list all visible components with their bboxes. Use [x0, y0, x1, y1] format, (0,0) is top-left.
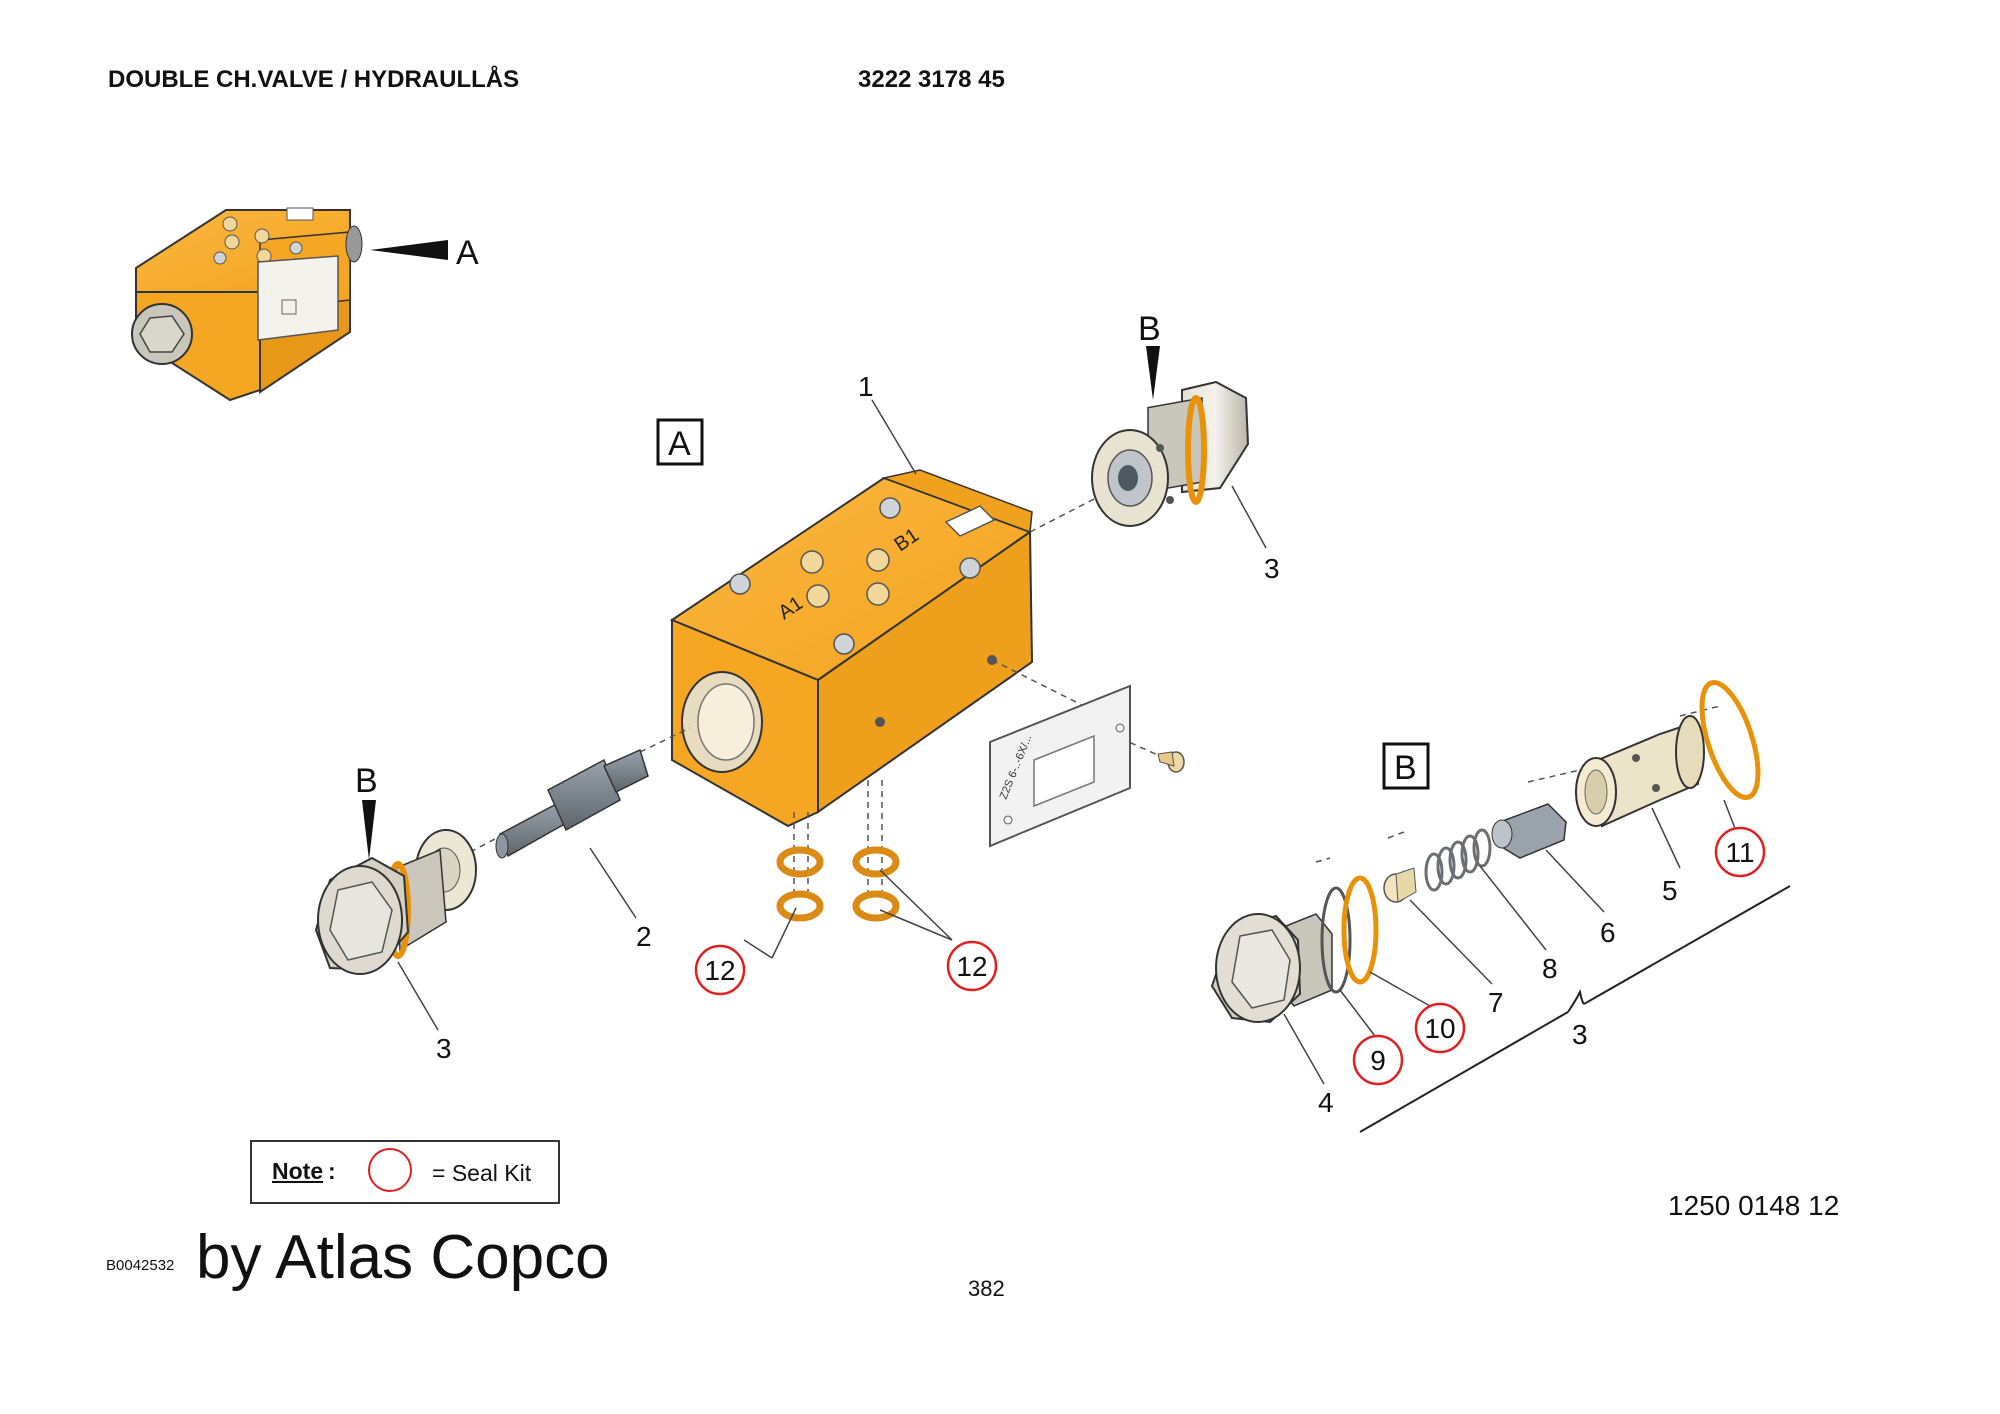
seal-callout-9: 9 [1352, 1034, 1404, 1086]
callout-3-upper: 3 [1264, 553, 1280, 584]
view-b-label-top: B [1138, 310, 1161, 348]
callout-10: 10 [1424, 1013, 1455, 1044]
piston-cone [495, 748, 649, 859]
callout-4: 4 [1318, 1087, 1334, 1118]
callout-1: 1 [858, 371, 874, 402]
callout-5: 5 [1662, 875, 1678, 906]
document-code: B0042532 [106, 1257, 175, 1274]
callout-6: 6 [1600, 917, 1616, 948]
view-a-box: A [656, 418, 704, 466]
page-title: DOUBLE CH.VALVE / HYDRAULLÅS [108, 66, 520, 93]
view-b-pointer-left [362, 800, 376, 860]
callout-9: 9 [1370, 1045, 1386, 1076]
part-number: 3222 3178 45 [858, 66, 1005, 93]
seal-kit-circle-icon [368, 1148, 412, 1192]
plug-item-4 [1210, 913, 1333, 1024]
view-b-box: B [1382, 742, 1430, 790]
callout-2: 2 [636, 921, 652, 952]
seal-callout-10: 10 [1414, 1002, 1466, 1054]
name-plate: Z2S 6-..-6X/... [989, 684, 1131, 848]
seal-callout-12-right: 12 [946, 940, 998, 992]
view-b-label-left: B [355, 762, 378, 800]
page-number: 382 [968, 1276, 1005, 1301]
view-a-pointer [370, 240, 448, 260]
note-colon: : [328, 1158, 336, 1184]
group-bracket-3 [1359, 885, 1791, 1133]
seal-callout-11: 11 [1714, 826, 1766, 878]
seal-rings-12 [776, 846, 900, 922]
view-b-pointer-top [1146, 346, 1160, 400]
check-valve-cartridge-lower [314, 829, 477, 975]
callout-12-right: 12 [956, 951, 987, 982]
brand-text: by Atlas Copco [196, 1223, 610, 1292]
view-a-arrow-label: A [456, 234, 479, 272]
overview-valve [131, 207, 363, 402]
seat-item-6 [1491, 803, 1567, 859]
seal-callout-12-left: 12 [694, 944, 746, 996]
spring-item-8 [1424, 828, 1492, 892]
callout-11: 11 [1725, 837, 1754, 868]
callout-12-left: 12 [704, 955, 735, 986]
check-valve-cartridge-upper [1091, 380, 1250, 527]
plate-screw [1157, 751, 1185, 773]
sleeve-item-5 [1575, 715, 1705, 828]
view-a-box-label: A [668, 425, 691, 463]
o-ring-item-11 [1699, 680, 1761, 800]
callout-3-lower: 3 [436, 1033, 452, 1064]
overview-plug [131, 303, 193, 365]
leader-lines [397, 399, 1739, 1085]
view-b-box-label: B [1394, 749, 1417, 787]
callout-8: 8 [1542, 953, 1558, 984]
poppet-item-7 [1383, 867, 1417, 903]
callout-3-group: 3 [1572, 1019, 1588, 1050]
callout-7: 7 [1488, 987, 1504, 1018]
o-ring-item-10 [1341, 875, 1379, 985]
o-ring-item-9 [1320, 886, 1352, 994]
valve-body: A1 B1 [669, 469, 1034, 828]
note-box [250, 1140, 560, 1204]
note-label: Note [272, 1158, 324, 1184]
note-text: = Seal Kit [432, 1160, 532, 1186]
drawing-number: 1250 0148 12 [1668, 1190, 1840, 1221]
